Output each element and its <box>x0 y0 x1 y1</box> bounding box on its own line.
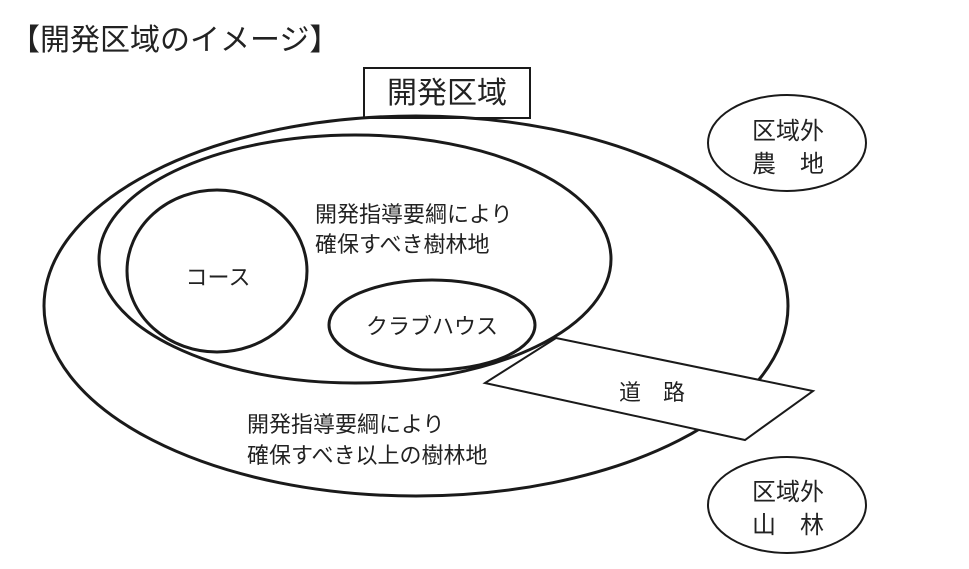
course-circle <box>125 188 309 354</box>
outside-forest-line1: 区域外 <box>752 478 824 506</box>
course-label: コース <box>186 266 251 291</box>
inner-forest-label-line2: 確保すべき樹林地 <box>315 233 489 258</box>
development-area-boundary <box>42 114 790 498</box>
outside-farmland-line1: 区域外 <box>752 117 824 145</box>
outer-forest-label-line2: 確保すべき以上の樹林地 <box>247 444 487 469</box>
development-area-title: 開発区域 <box>387 76 507 111</box>
clubhouse-label: クラブハウス <box>366 315 498 340</box>
road-shape <box>482 336 816 442</box>
inner-forest-label-line1: 開発指導要綱により <box>315 203 513 228</box>
required-forest-boundary <box>97 133 613 385</box>
road-label: 道 路 <box>619 381 685 406</box>
outer-forest-label-line1: 開発指導要綱により <box>247 413 445 438</box>
outside-forest-circle <box>707 456 867 554</box>
diagram-heading: 【開発区域のイメージ】 <box>10 23 339 58</box>
outside-farmland-circle <box>707 94 867 192</box>
outside-farmland-line2: 農 地 <box>752 150 824 178</box>
outside-forest-line2: 山 林 <box>752 511 824 539</box>
clubhouse-ellipse <box>327 278 537 372</box>
